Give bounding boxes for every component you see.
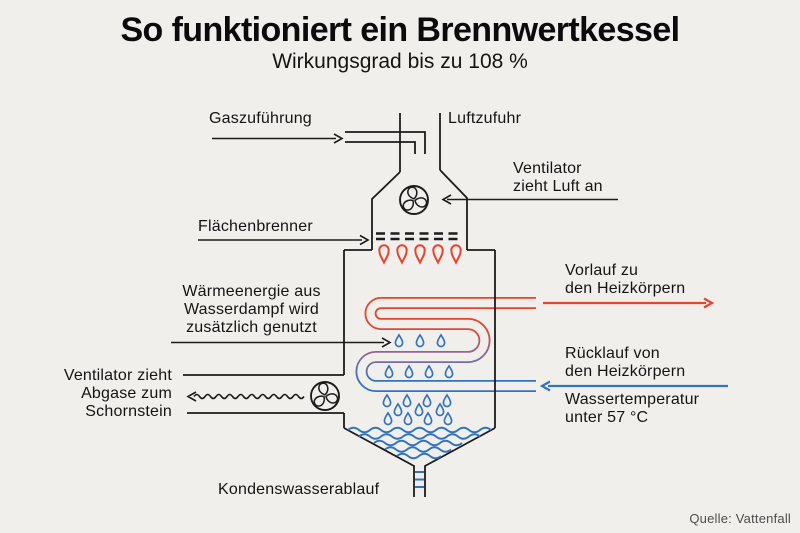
page-subtitle: Wirkungsgrad bis zu 108 %: [272, 50, 528, 73]
droplet-icon: [442, 394, 452, 408]
air-supply-label: Luftzufuhr: [448, 110, 522, 127]
intake-fan-icon: [399, 185, 430, 215]
water-pool: [347, 426, 492, 460]
droplet-icon: [423, 412, 433, 426]
droplet-icon: [394, 334, 404, 348]
drain-water-stripes: [415, 471, 424, 488]
droplet-icon: [424, 365, 434, 379]
droplet-icon: [414, 403, 424, 417]
gas-pipe: [345, 131, 426, 154]
collector-funnel: [343, 427, 496, 497]
burner-arrow: [198, 234, 370, 246]
heat-energy-label: Wärmeenergie aus Wasserdampf wird zusätz…: [182, 283, 321, 336]
droplet-icon: [393, 403, 403, 417]
flame-icon: [432, 244, 444, 264]
surface-burner-label: Flächenbrenner: [198, 218, 313, 235]
heat-energy-arrow: [171, 337, 392, 348]
exhaust-fan-label: Ventilator zieht Abgase zum Schornstein: [63, 367, 172, 420]
vorlauf-arrow: [543, 297, 715, 309]
droplet-icon: [382, 394, 392, 408]
droplet-icon: [402, 394, 412, 408]
wave-icon: [358, 433, 481, 440]
droplet-icon: [435, 403, 445, 417]
source-credit: Quelle: Vattenfall: [689, 511, 791, 526]
fan-air-label: Ventilator zieht Luft an: [513, 160, 603, 195]
label-arrows: [171, 133, 618, 402]
flame-icon: [414, 244, 426, 264]
flame-icon: [396, 244, 408, 264]
droplet-icon: [383, 412, 393, 426]
flame-icon: [378, 244, 390, 264]
surface-burner-plate: [376, 232, 462, 241]
condensate-drain-label: Kondenswasserablauf: [218, 481, 380, 498]
exhaust-squiggle-arrow: [186, 391, 305, 402]
droplet-icon: [404, 365, 414, 379]
flow-out-label: Vorlauf zu den Heizkörpern: [565, 262, 686, 297]
wave-icon: [396, 452, 442, 460]
droplet-icon: [443, 412, 453, 426]
droplet-icon: [403, 412, 413, 426]
intake-funnel: [371, 169, 468, 250]
boiler-outline: [183, 113, 496, 497]
exhaust-fan-icon: [310, 381, 341, 411]
wave-icon: [384, 446, 452, 453]
flame-icon: [450, 244, 462, 264]
condensate-droplets: [382, 334, 454, 426]
return-in-label: Rücklauf von den Heizkörpern: [565, 345, 686, 380]
burner-flames: [378, 244, 462, 264]
droplet-icon: [444, 365, 454, 379]
droplet-icon: [436, 334, 446, 348]
droplet-icon: [422, 394, 432, 408]
gas-supply-label: Gaszuführung: [209, 110, 312, 127]
fan-air-arrow: [441, 194, 618, 205]
heat-exchanger-coil: [355, 297, 536, 392]
page-title: So funktioniert ein Brennwertkessel: [120, 11, 680, 49]
body-walls: [343, 250, 496, 428]
exhaust-duct: [183, 374, 344, 414]
gas-arrow: [212, 133, 344, 144]
droplet-icon: [415, 334, 425, 348]
droplet-icon: [384, 365, 394, 379]
wave-icon: [373, 439, 463, 447]
wave-icon: [347, 426, 492, 434]
ruecklauf-arrow: [539, 380, 728, 392]
water-temp-label: Wassertemperatur unter 57 °C: [565, 391, 700, 426]
